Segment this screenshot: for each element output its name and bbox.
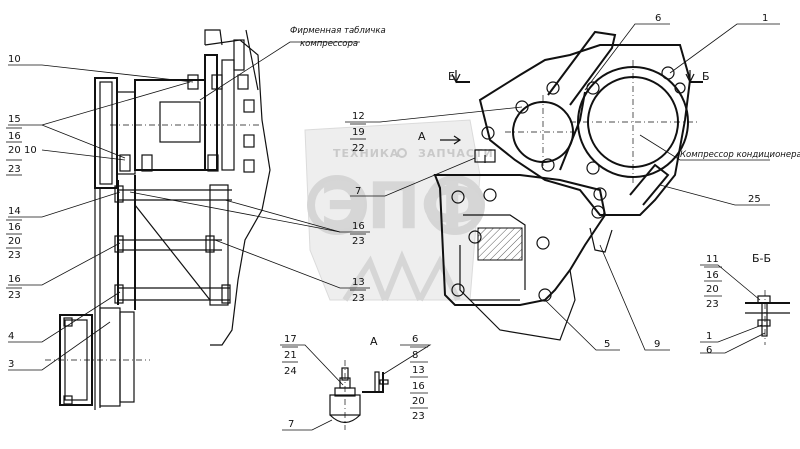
callout-1: 1: [762, 13, 768, 24]
watermark-brand-left: ТЕХНИКА: [333, 147, 399, 160]
a-callout-24: 24: [284, 366, 297, 377]
bb-callout-20: 20: [706, 284, 719, 295]
callout-16-mid: 16: [352, 221, 365, 232]
callout-4: 4: [8, 331, 14, 342]
compressor-label: Компрессор кондиционера: [680, 150, 800, 160]
callout-23-left: 23: [8, 290, 21, 301]
callout-16-left: 16: [8, 274, 21, 285]
bb-callout-11: 11: [706, 254, 719, 265]
view-a: [329, 360, 389, 430]
callout-7: 7: [355, 186, 361, 197]
callout-23-b: 23: [352, 293, 365, 304]
callout-14-sub1: 16: [8, 222, 21, 233]
title-plate-label-line2: компрессора: [300, 39, 358, 49]
side-view: [45, 29, 271, 410]
callout-14: 14: [8, 206, 21, 217]
callout-12: 12: [352, 111, 365, 122]
callout-19: 19: [352, 127, 365, 138]
title-plate-label-line1: Фирменная табличка: [290, 26, 386, 36]
callout-9: 9: [654, 339, 660, 350]
callout-15: 15: [8, 114, 21, 125]
callout-14-sub2: 20: [8, 236, 21, 247]
watermark: ТЕХНИКА ЗАПЧАСТИ ЭПФ: [304, 119, 494, 302]
callout-15-sub3: 23: [8, 164, 21, 175]
a-callout-23: 23: [412, 411, 425, 422]
view-title-a: А: [370, 335, 378, 348]
a-callout-17: 17: [284, 334, 297, 345]
callout-10-mid: 10: [24, 145, 37, 156]
callout-5: 5: [604, 339, 610, 350]
section-bb: [745, 290, 790, 345]
section-title-bb: Б-Б: [752, 252, 771, 265]
watermark-logo: ЭПФ: [320, 170, 484, 244]
a-callout-16: 16: [412, 381, 425, 392]
bb-callout-16: 16: [706, 270, 719, 281]
a-callout-21: 21: [284, 350, 297, 361]
callout-14-sub3: 23: [8, 250, 21, 261]
callout-6: 6: [655, 13, 661, 24]
callout-23-mid: 23: [352, 236, 365, 247]
a-callout-20: 20: [412, 396, 425, 407]
front-view: [433, 30, 703, 341]
bb-callout-23: 23: [706, 299, 719, 310]
bb-callout-6: 6: [706, 345, 712, 356]
section-mark-right: Б: [702, 70, 710, 83]
watermark-brand-right: ЗАПЧАСТИ: [418, 147, 494, 160]
section-mark-left: Б: [448, 70, 456, 83]
callout-10-top: 10: [8, 54, 21, 65]
a-callout-8: 8: [412, 350, 418, 361]
callout-25: 25: [748, 194, 761, 205]
a-callout-7: 7: [288, 419, 294, 430]
bb-callout-1: 1: [706, 331, 712, 342]
a-callout-6: 6: [412, 334, 418, 345]
view-mark-a: А: [418, 130, 426, 143]
callout-22: 22: [352, 143, 365, 154]
a-callout-13: 13: [412, 365, 425, 376]
callout-13: 13: [352, 277, 365, 288]
callout-3: 3: [8, 359, 14, 370]
leader-lines: [8, 23, 780, 431]
callout-15-sub1: 16: [8, 131, 21, 142]
callout-15-sub2: 20: [8, 145, 21, 156]
